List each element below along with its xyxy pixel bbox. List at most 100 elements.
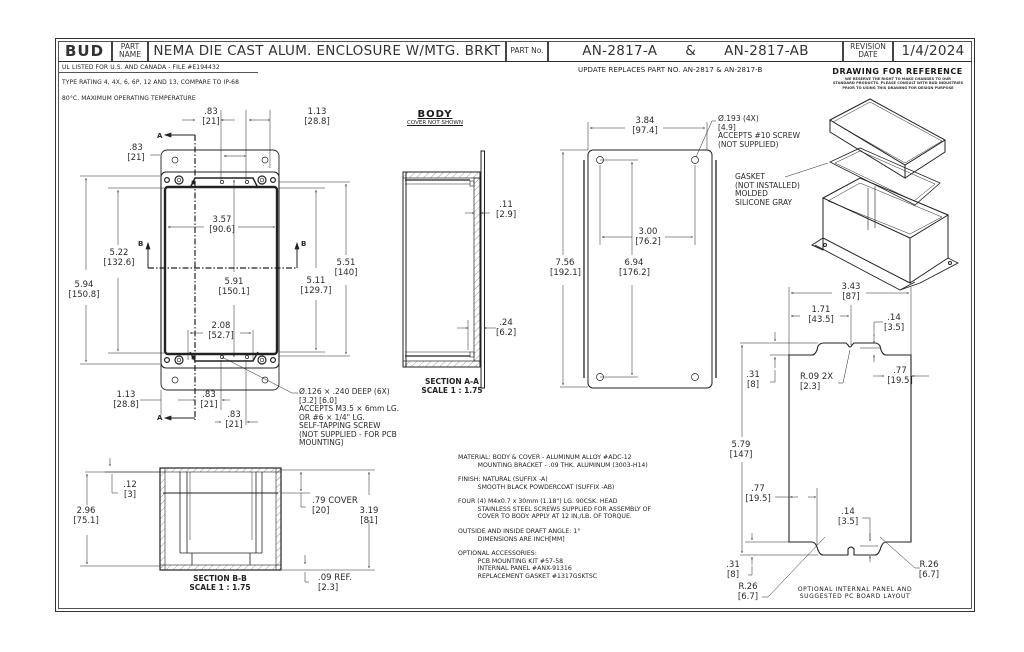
radius-009: R.09 2X[2.3] [800, 372, 834, 392]
dim-077-top: .77[19.5] [887, 366, 913, 386]
fine-print-line: PRIOR TO USING THIS DRAWING FOR DESIGN P… [842, 85, 954, 90]
section-mark-a-bottom: A [157, 414, 163, 422]
note-line: SELF-TAPPING SCREW [299, 421, 381, 430]
section-bb-drawing [80, 458, 375, 583]
note-line: ACCEPTS M3.5 × 6mm LG. [299, 404, 400, 413]
radius-026-left: R.26[6.7] [737, 582, 759, 602]
dim-024: .24[6.2] [496, 318, 517, 338]
internal-panel-drawing [740, 287, 929, 598]
dim-079-cover: .79 COVER[20] [312, 496, 358, 516]
reference-title: DRAWING FOR REFERENCE [832, 67, 963, 76]
type-rating-note: TYPE RATING 4, 4X, 6, 6P, 12 AND 13, COM… [62, 79, 240, 86]
ul-listing-note: UL LISTED FOR U.S. AND CANADA - FILE #E1… [62, 64, 220, 71]
section-mark-b-right: B [301, 240, 307, 248]
dim-014-bottom: .14[3.5] [838, 507, 859, 527]
dim-113-top: 1.13[28.8] [304, 107, 330, 127]
dim-208: 2.08[52.7] [208, 321, 234, 341]
dim-384: 3.84[97.4] [632, 116, 658, 136]
caption-line: SUGGESTED PC BOARD LAYOUT [799, 593, 911, 600]
isometric-exploded-view [810, 98, 959, 291]
dim-011: .11[2.9] [496, 200, 517, 220]
note-line: Ø.193 (4X) [718, 114, 759, 123]
section-aa-drawing [402, 150, 496, 389]
section-mark-a-top: A [157, 132, 163, 140]
dim-756: 7.56[192.1] [550, 258, 581, 278]
dim-113-bottom: 1.13[28.8] [113, 390, 139, 410]
dim-171: 1.71[43.5] [808, 305, 834, 325]
screws-spec: FOUR (4) M4x0.7 x 30mm (1.18") LG. 90CSK… [458, 498, 652, 521]
dim-694: 6.94[176.2] [619, 258, 650, 278]
part-number-ab: AN-2817-AB [724, 43, 809, 59]
dim-009-ref: .09 REF.[2.3] [318, 573, 352, 593]
revision-date-label: REVISION DATE [844, 41, 894, 61]
dim-296: 2.96[75.1] [73, 506, 99, 526]
dim-319: 3.19[81] [359, 506, 379, 526]
drawing-sheet-inner-border [58, 41, 972, 609]
dim-083-bottom-1: .83[21] [200, 390, 218, 410]
revision-date-value: 1/4/2024 [901, 43, 965, 59]
caption-line: SCALE 1 : 1.75 [421, 386, 483, 395]
part-number-ampersand: & [685, 43, 697, 59]
part-number-a: AN-2817-A [582, 43, 658, 59]
mounting-hole-note: Ø.193 (4X) [4.9] ACCEPTS #10 SCREW (NOT … [718, 114, 801, 149]
note-line: [4.9] [718, 122, 736, 132]
dim-031-bottom: .31[8] [726, 560, 740, 580]
fine-print-line: WE RESERVE THE RIGHT TO MAKE CHANGES TO … [845, 77, 951, 81]
dim-522: 5.22[132.6] [103, 248, 135, 268]
panel-caption: OPTIONAL INTERNAL PANEL AND SUGGESTED PC… [785, 586, 925, 600]
dim-077-bottom: .77[19.5] [745, 484, 771, 504]
dim-083-bottom-2: .83[21] [225, 410, 243, 430]
cover-not-shown-note: COVER NOT SHOWN [407, 120, 463, 126]
note-line: Ø.126 × .240 DEEP (6X) [299, 387, 390, 396]
ul-note-underline [58, 72, 258, 73]
pcb-hole-note: Ø.126 × .240 DEEP (6X) [3.2] [6.0] ACCEP… [299, 387, 400, 448]
note-line: (NOT SUPPLIED - FOR PCB [299, 429, 397, 439]
section-mark-b-left: B [138, 240, 144, 248]
title-block [58, 41, 972, 62]
caption-line: SECTION A-A [425, 377, 479, 386]
temperature-note: 80°C. MAXIMUM OPERATING TEMPERATURE [62, 95, 196, 102]
caption-line: OPTIONAL INTERNAL PANEL AND [797, 586, 913, 593]
dim-579: 5.79[147] [729, 440, 753, 460]
body-heading: BODY [417, 109, 453, 120]
draft-angle-spec: OUTSIDE AND INSIDE DRAFT ANGLE: 1° DIMEN… [458, 528, 581, 543]
note-line: OR #6 × 1/4" LG. [299, 412, 365, 422]
part-number-block: AN-2817-A & AN-2817-AB [549, 41, 844, 61]
material-spec: MATERIAL: BODY & COVER - ALUMINUM ALLOY … [458, 454, 648, 469]
dim-014-top: .14[3.5] [884, 313, 905, 333]
update-note: UPDATE REPLACES PART NO. AN-2817 & AN-28… [578, 66, 763, 74]
fine-print-line: STANDARD PRODUCTS. PLEASE CONSULT WITH B… [832, 81, 964, 86]
drawing-sheet-border [55, 38, 975, 612]
note-line: MOUNTING) [299, 438, 344, 447]
caption-line: SECTION B-B [193, 574, 247, 583]
dim-591: 5.91[150.1] [218, 277, 250, 297]
dim-551: 5.51[140] [334, 258, 358, 278]
dim-012: .12[3] [123, 480, 137, 500]
note-line: (NOT INSTALLED) [735, 180, 800, 190]
dim-343: 3.43[87] [841, 282, 861, 302]
dim-511: 5.11[129.7] [300, 276, 332, 296]
part-no-label: PART No. [507, 41, 549, 61]
gasket-note: GASKET (NOT INSTALLED) MOLDED SILICONE G… [735, 172, 800, 207]
caption-line: SCALE 1 : 1.75 [189, 583, 251, 592]
finish-spec: FINISH: NATURAL (SUFFIX -A) SMOOTH BLACK… [458, 476, 615, 491]
part-name-value: NEMA DIE CAST ALUM. ENCLOSURE W/MTG. BRK… [149, 41, 507, 61]
dim-357: 3.57[90.6] [209, 215, 235, 235]
dim-083-left: .83[21] [127, 143, 145, 163]
note-line: GASKET [735, 172, 765, 181]
top-view-drawing [80, 110, 350, 425]
dim-031-top: .31[8] [746, 370, 760, 390]
dim-083-top: .83[21] [202, 107, 220, 127]
note-line: (NOT SUPPLIED) [718, 139, 779, 149]
note-line: SILICONE GRAY [735, 197, 793, 207]
note-line: [3.2] [6.0] [299, 395, 337, 405]
part-name-label: PART NAME [113, 41, 149, 61]
bracket-view-drawing [560, 120, 829, 389]
optional-accessories-spec: OPTIONAL ACCESSORIES: PCB MOUNTING KIT #… [458, 550, 598, 580]
note-line: ACCEPTS #10 SCREW [718, 131, 801, 140]
note-line: MOLDED [735, 189, 768, 198]
dim-594: 5.94[150.8] [68, 280, 100, 300]
